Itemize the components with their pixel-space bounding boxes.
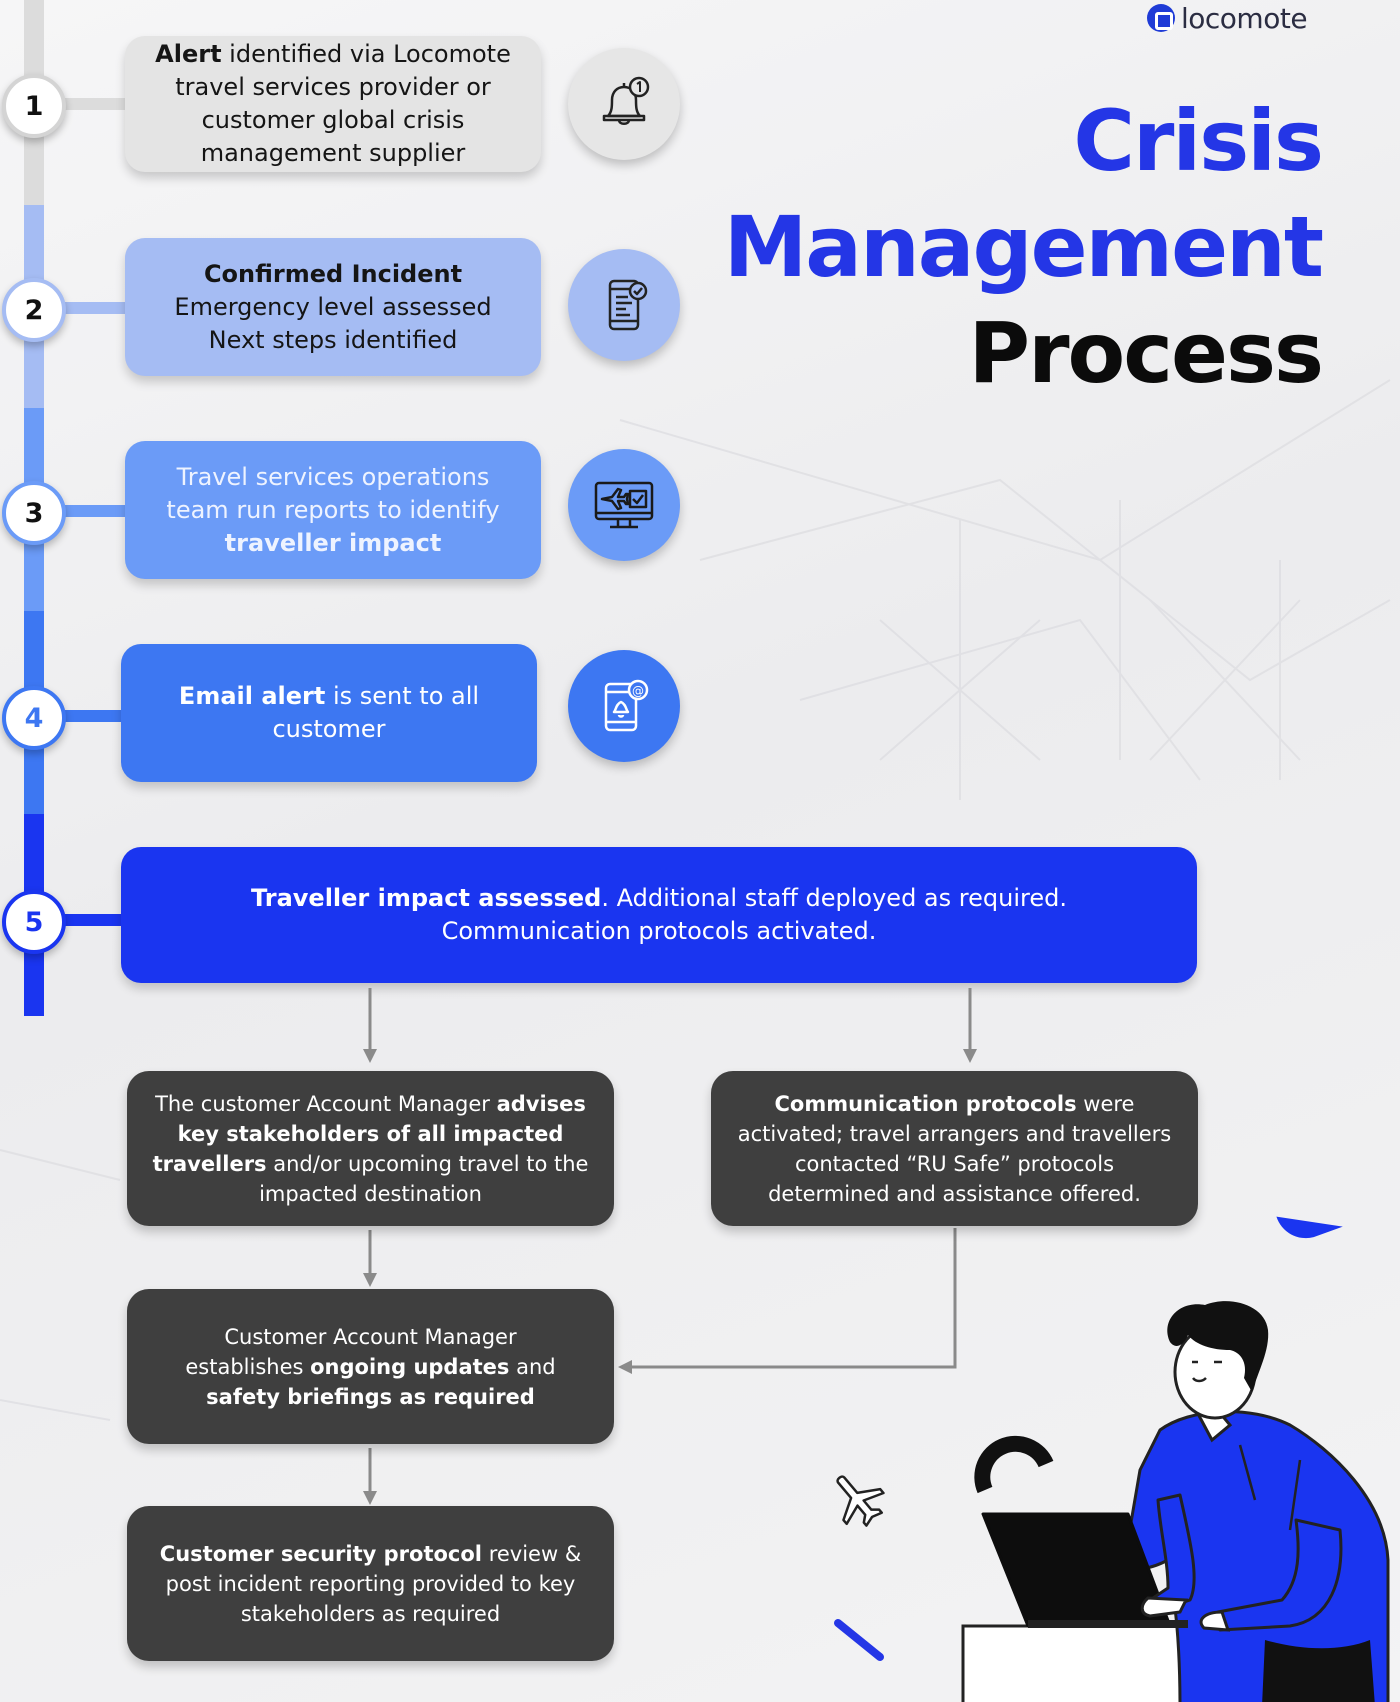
step-4-text: is sent to all customer	[272, 682, 480, 743]
step-1-card: Alert identified via Locomote travel ser…	[125, 36, 541, 172]
step-1-connector	[60, 98, 125, 110]
updates-bold-1: ongoing updates	[310, 1354, 510, 1379]
step-5-number: 5	[2, 890, 66, 954]
step-1-text: identified via Locomote travel services …	[175, 40, 511, 167]
step-5-connector	[60, 914, 125, 926]
step-5-card: Traveller impact assessed. Additional st…	[121, 847, 1197, 983]
svg-text:@: @	[632, 684, 644, 698]
locomote-logo-icon	[1147, 4, 1175, 32]
step-4-icon-circle: @	[568, 650, 680, 762]
airplane-icon	[836, 1475, 885, 1527]
black-arc-shape	[974, 1435, 1054, 1494]
title-line-1: Crisis	[1073, 92, 1324, 190]
step-3-card: Travel services operations team run repo…	[125, 441, 541, 579]
step-2-line-3: Next steps identified	[208, 325, 458, 354]
step-3-number: 3	[2, 481, 66, 545]
step-2-number: 2	[2, 278, 66, 342]
step-1-bold: Alert	[155, 40, 222, 68]
title-line-2: Management	[723, 198, 1324, 296]
step-2-card: Confirmed Incident Emergency level asses…	[125, 238, 541, 376]
security-review-box: Customer security protocol review & post…	[127, 1506, 614, 1661]
step-4-card: Email alert is sent to all customer	[121, 644, 537, 782]
step-2-bold: Confirmed Incident	[203, 259, 463, 288]
brand[interactable]: locomote	[1147, 0, 1308, 36]
updates-text-1: Customer Account Manager establishes	[185, 1324, 517, 1379]
step-4-connector	[60, 710, 125, 722]
step-5-line-2: Communication protocols activated.	[441, 917, 877, 945]
phone-email-alert-icon: @	[604, 679, 649, 732]
step-3-icon-circle	[568, 449, 680, 561]
step-2-line-2: Emergency level assessed	[174, 292, 492, 321]
security-review-bold: Customer security protocol	[159, 1541, 483, 1566]
step-3-connector	[60, 505, 125, 517]
step-2-icon-circle	[568, 249, 680, 361]
account-manager-box: The customer Account Manager advises key…	[127, 1071, 614, 1226]
step-3-bold: traveller impact	[224, 528, 442, 557]
step-4-number: 4	[2, 686, 66, 750]
step-1-icon-circle	[568, 48, 680, 160]
account-manager-text-1: The customer Account Manager	[155, 1091, 497, 1116]
step-5-text: . Additional staff deployed as required.	[601, 884, 1067, 912]
step-2-connector	[60, 302, 125, 314]
updates-text-2: and	[509, 1354, 556, 1379]
monitor-flight-report-icon	[594, 481, 654, 529]
account-manager-text-2: and/or upcoming travel to the impacted d…	[259, 1151, 589, 1206]
blue-half-circle-shape	[1276, 1216, 1343, 1239]
phone-checklist-icon	[608, 279, 648, 331]
brand-name: locomote	[1181, 1, 1308, 35]
security-review-text: review & post incident reporting provide…	[165, 1541, 582, 1626]
step-4-bold: Email alert	[178, 682, 326, 710]
blue-dash-shape	[834, 1619, 884, 1661]
step-1-number: 1	[2, 74, 66, 138]
page-title: Crisis Management Process	[723, 88, 1324, 406]
ongoing-updates-box: Customer Account Manager establishes ong…	[127, 1289, 614, 1444]
person-at-laptop-icon	[961, 1301, 1390, 1702]
bell-notification-icon	[602, 76, 650, 125]
communication-protocols-box: Communication protocols were activated; …	[711, 1071, 1198, 1226]
account-manager-bold: advises key stakeholders of all impacted…	[152, 1091, 586, 1176]
updates-bold-2: safety briefings as required	[206, 1384, 535, 1409]
communication-text: were activated; travel arrangers and tra…	[737, 1091, 1172, 1206]
step-5-bold: Traveller impact assessed	[251, 884, 602, 912]
step-3-text: Travel services operations team run repo…	[166, 462, 500, 524]
title-line-3: Process	[968, 304, 1324, 402]
communication-bold: Communication protocols	[774, 1091, 1077, 1116]
